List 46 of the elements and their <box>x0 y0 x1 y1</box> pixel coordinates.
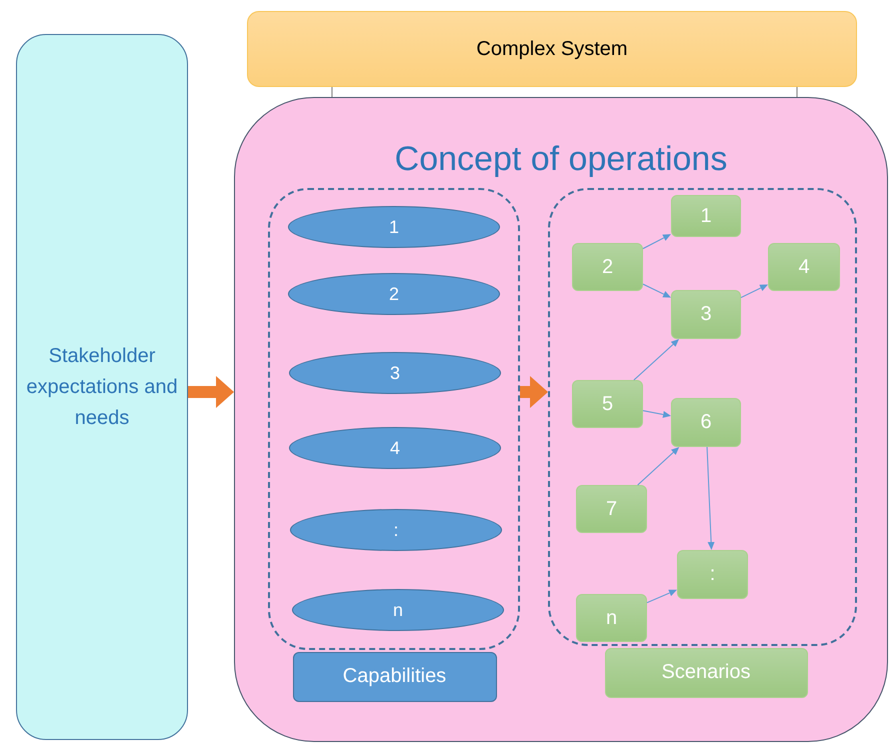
block-arrow <box>520 376 548 408</box>
arrow <box>642 234 671 250</box>
dashed-group <box>548 188 856 646</box>
scenario-box <box>572 243 643 291</box>
scenario-box <box>768 243 840 291</box>
box-label: n <box>606 606 618 630</box>
ellipse-label: 3 <box>390 362 400 384</box>
arrow <box>642 284 671 298</box>
scenario-box <box>671 398 741 447</box>
box-label: Capabilities <box>342 665 446 688</box>
box-label: 4 <box>798 256 810 278</box>
concept-panel <box>234 97 888 742</box>
scenario-box <box>677 550 748 599</box>
scenario-box <box>671 195 741 237</box>
ellipse-label: n <box>392 600 403 620</box>
arrow <box>646 590 677 604</box>
scenarios-box <box>604 648 808 698</box>
box-label: 3 <box>700 303 712 326</box>
box-label: : <box>710 563 716 586</box>
scenario-box <box>576 485 647 533</box>
system-label: Complex System <box>476 38 628 60</box>
system-bar <box>247 11 857 87</box>
box-label: Scenarios <box>662 661 750 684</box>
box-label: 2 <box>602 256 614 278</box>
box-label: 6 <box>700 411 712 434</box>
scenario-box <box>671 290 741 339</box>
ellipse-label: 1 <box>388 216 399 238</box>
panel-title: Concept of operations <box>394 140 728 179</box>
dashed-group <box>268 188 520 650</box>
block-arrow <box>188 376 234 408</box>
arrow <box>740 284 768 298</box>
ellipse-label: 4 <box>390 438 400 458</box>
scenario-box <box>576 594 647 642</box>
arrow <box>637 447 680 486</box>
capabilities-box <box>292 652 496 702</box>
box-label: 5 <box>602 392 614 416</box>
box-label: 7 <box>606 498 618 520</box>
ellipse-label: 2 <box>388 284 399 304</box>
arrow <box>633 339 680 380</box>
ellipse-label: : <box>393 520 398 540</box>
stakeholder-panel <box>16 34 188 740</box>
panel-label: Stakeholder expectations and needs <box>25 344 179 430</box>
box-label: 1 <box>700 204 712 228</box>
arrow <box>642 410 671 418</box>
arrow <box>706 446 715 550</box>
scenario-box <box>572 380 643 428</box>
